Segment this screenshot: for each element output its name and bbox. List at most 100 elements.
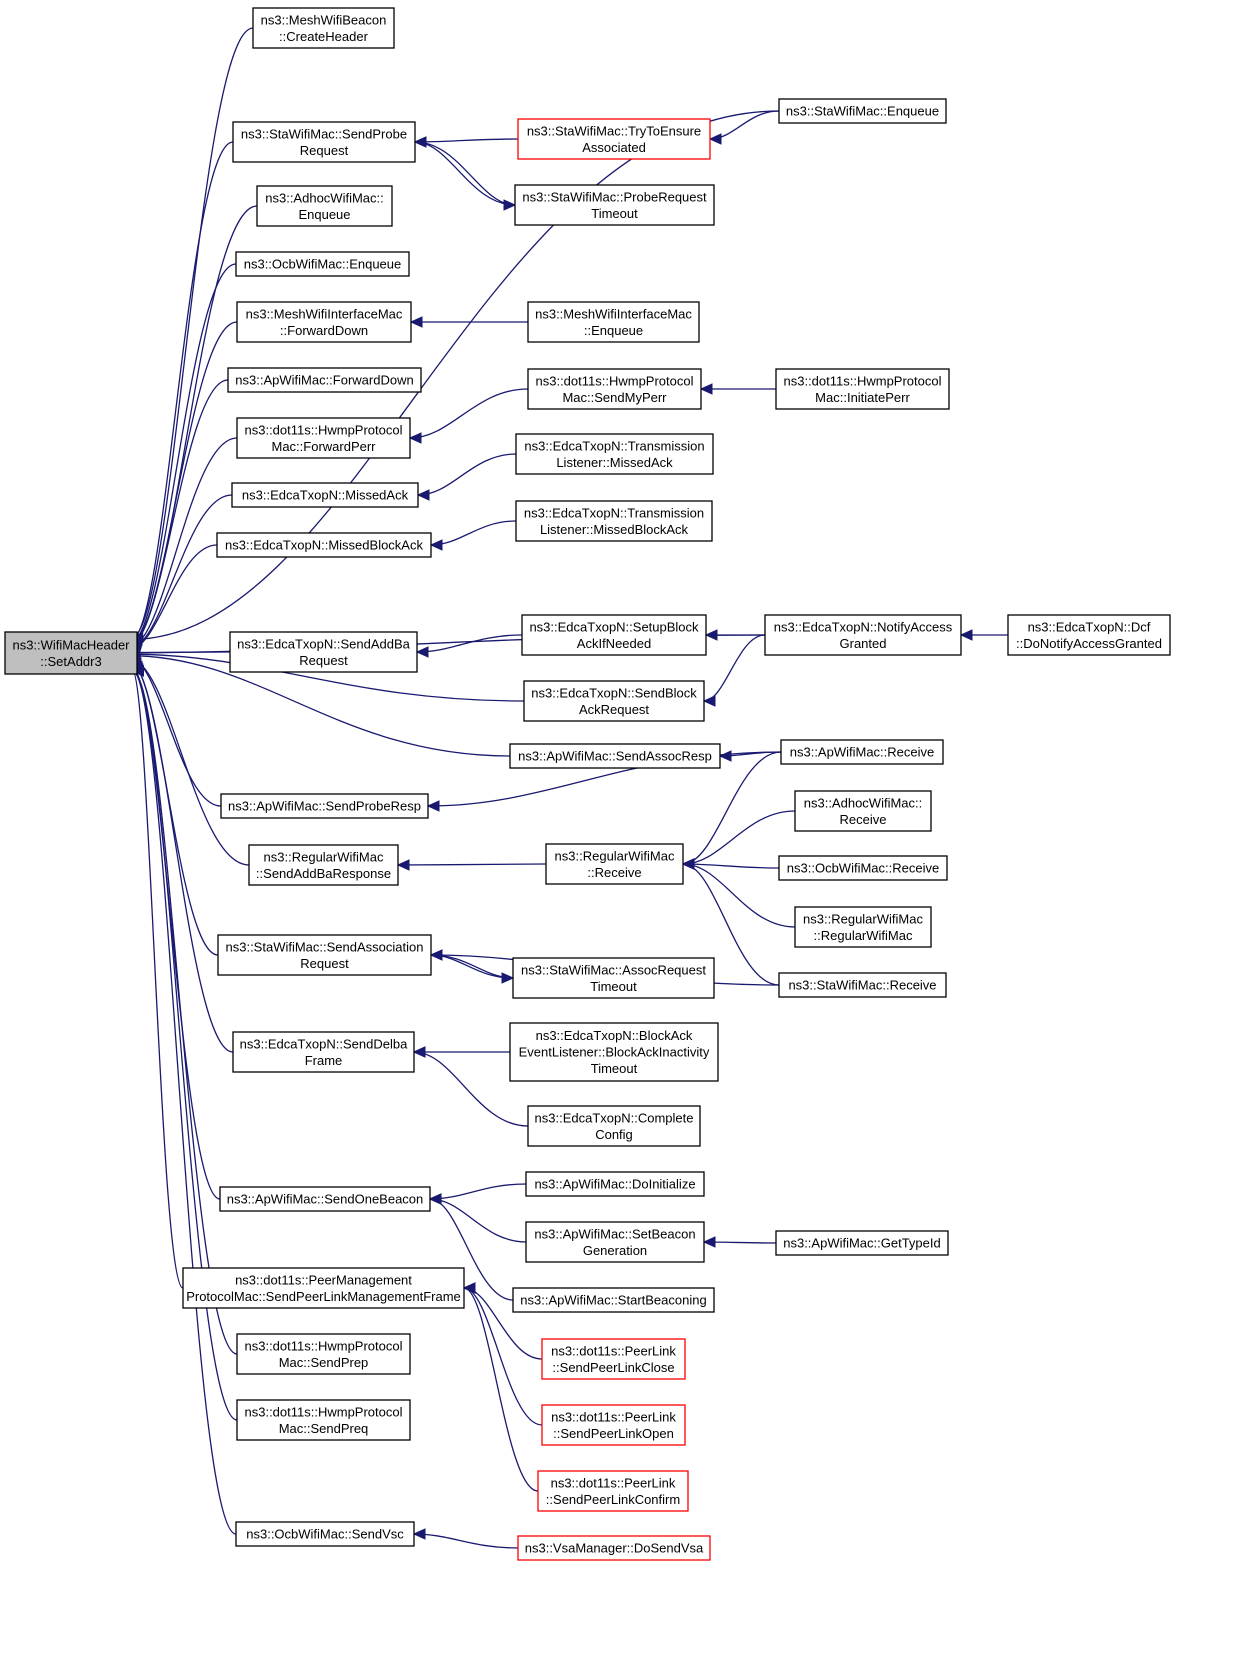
node-label-line: ns3::StaWifiMac::Receive <box>788 978 936 993</box>
edge-n29-n28 <box>704 629 765 641</box>
node-n46[interactable]: ns3::dot11s::PeerLink::SendPeerLinkClose <box>541 1338 686 1380</box>
node-n49[interactable]: ns3::VsaManager::DoSendVsa <box>517 1535 711 1561</box>
node-n32[interactable]: ns3::ApWifiMac::SendAssocResp <box>509 743 721 769</box>
node-n1[interactable]: ns3::MeshWifiBeacon::CreateHeader <box>252 7 395 49</box>
node-label-line: ns3::OcbWifiMac::SendVsc <box>246 1527 404 1542</box>
edge-n34-n35 <box>681 810 796 870</box>
edge-n12-n0 <box>127 652 250 866</box>
node-n11[interactable]: ns3::ApWifiMac::SendProbeResp <box>220 793 429 819</box>
node-n33[interactable]: ns3::ApWifiMac::Receive <box>780 739 944 765</box>
node-n30[interactable]: ns3::EdcaTxopN::Dcf::DoNotifyAccessGrant… <box>1007 614 1171 656</box>
node-box <box>778 972 947 998</box>
node-n6[interactable]: ns3::ApWifiMac::ForwardDown <box>227 367 422 393</box>
node-n26[interactable]: ns3::EdcaTxopN::TransmissionListener::Mi… <box>515 433 714 475</box>
node-n5[interactable]: ns3::MeshWifiInterfaceMac::ForwardDown <box>236 301 412 343</box>
node-label-line: ns3::VsaManager::DoSendVsa <box>525 1541 704 1556</box>
node-box <box>794 906 932 948</box>
edge-n19-n0 <box>131 665 237 1535</box>
edge-n33-n11 <box>426 751 782 812</box>
node-box <box>514 184 715 226</box>
node-box <box>775 1230 949 1256</box>
node-label-line: ns3::RegularWifiMac <box>264 849 384 864</box>
node-n42[interactable]: ns3::ApWifiMac::DoInitialize <box>525 1171 705 1197</box>
node-n47[interactable]: ns3::dot11s::PeerLink::SendPeerLinkOpen <box>541 1404 686 1446</box>
node-label-line: AckRequest <box>579 702 649 717</box>
node-n25[interactable]: ns3::dot11s::HwmpProtocolMac::InitiatePe… <box>775 368 950 410</box>
edge-n41-n14 <box>412 1046 529 1127</box>
node-box <box>512 957 715 999</box>
node-box <box>527 368 702 410</box>
node-label-line: ns3::EdcaTxopN::Dcf <box>1028 619 1151 634</box>
node-label-line: ns3::EdcaTxopN::Transmission <box>524 505 704 520</box>
node-box <box>541 1338 686 1380</box>
node-label-line: ns3::EdcaTxopN::Complete <box>535 1110 694 1125</box>
node-label-line: ns3::MeshWifiInterfaceMac <box>246 306 403 321</box>
node-label-line: Request <box>300 143 349 158</box>
node-n16[interactable]: ns3::dot11s::PeerManagementProtocolMac::… <box>182 1267 465 1309</box>
node-n34[interactable]: ns3::AdhocWifiMac::Receive <box>794 790 932 832</box>
node-n0[interactable]: ns3::WifiMacHeader::SetAddr3 <box>4 631 138 675</box>
node-n8[interactable]: ns3::EdcaTxopN::MissedAck <box>231 482 419 508</box>
node-n27[interactable]: ns3::EdcaTxopN::TransmissionListener::Mi… <box>515 500 713 542</box>
node-label-line: ns3::EdcaTxopN::Transmission <box>524 438 704 453</box>
node-box <box>778 855 948 881</box>
node-label-line: ::SendAddBaResponse <box>256 866 391 881</box>
node-label-line: ns3::RegularWifiMac <box>803 911 923 926</box>
node-n29[interactable]: ns3::EdcaTxopN::NotifyAccessGranted <box>764 614 962 656</box>
node-n12[interactable]: ns3::RegularWifiMac::SendAddBaResponse <box>248 844 399 886</box>
node-n3[interactable]: ns3::AdhocWifiMac::Enqueue <box>256 185 393 227</box>
edge-n23-n5 <box>409 316 528 328</box>
node-box <box>515 500 713 542</box>
node-n7[interactable]: ns3::dot11s::HwmpProtocolMac::ForwardPer… <box>236 417 411 459</box>
node-box <box>252 7 395 49</box>
node-label-line: AckIfNeeded <box>577 636 651 651</box>
node-n45[interactable]: ns3::ApWifiMac::StartBeaconing <box>512 1287 715 1313</box>
node-label-line: ::Enqueue <box>584 323 643 338</box>
node-label-line: ns3::MeshWifiInterfaceMac <box>535 306 692 321</box>
node-box <box>248 844 399 886</box>
edge-n26-n8 <box>416 453 517 501</box>
node-n39[interactable]: ns3::StaWifiMac::Receive <box>778 972 947 998</box>
edge-n13-n38 <box>430 954 515 984</box>
edge-n29-n31 <box>702 634 766 707</box>
node-n40[interactable]: ns3::EdcaTxopN::BlockAckEventListener::B… <box>509 1022 719 1082</box>
node-n48[interactable]: ns3::dot11s::PeerLink::SendPeerLinkConfi… <box>537 1470 689 1512</box>
node-n37[interactable]: ns3::RegularWifiMac::RegularWifiMac <box>794 906 932 948</box>
edge-n2-n22 <box>414 141 517 211</box>
node-label-line: ns3::EdcaTxopN::SendAddBa <box>237 636 410 651</box>
node-label-line: ProtocolMac::SendPeerLinkManagementFrame <box>186 1289 461 1304</box>
node-n4[interactable]: ns3::OcbWifiMac::Enqueue <box>235 251 410 277</box>
node-box <box>527 1105 701 1147</box>
node-label-line: ::ForwardDown <box>280 323 368 338</box>
node-n20[interactable]: ns3::StaWifiMac::Enqueue <box>778 98 947 124</box>
node-label-line: ::SendPeerLinkClose <box>552 1360 674 1375</box>
node-n36[interactable]: ns3::OcbWifiMac::Receive <box>778 855 948 881</box>
edge-n38-n13 <box>429 949 514 979</box>
node-n44[interactable]: ns3::ApWifiMac::GetTypeId <box>775 1230 949 1256</box>
node-n35[interactable]: ns3::RegularWifiMac::Receive <box>545 843 684 885</box>
edge-n37-n35 <box>681 858 796 928</box>
node-n19[interactable]: ns3::OcbWifiMac::SendVsc <box>235 1521 415 1547</box>
node-n23[interactable]: ns3::MeshWifiInterfaceMac::Enqueue <box>527 301 700 343</box>
node-box <box>509 743 721 769</box>
node-n9[interactable]: ns3::EdcaTxopN::MissedBlockAck <box>216 532 432 558</box>
node-box <box>232 1031 415 1073</box>
node-label-line: Mac::InitiatePerr <box>815 390 910 405</box>
node-label-line: ns3::MeshWifiBeacon <box>261 12 387 27</box>
edge-n17-n0 <box>131 664 238 1355</box>
node-n15[interactable]: ns3::ApWifiMac::SendOneBeacon <box>219 1186 431 1212</box>
